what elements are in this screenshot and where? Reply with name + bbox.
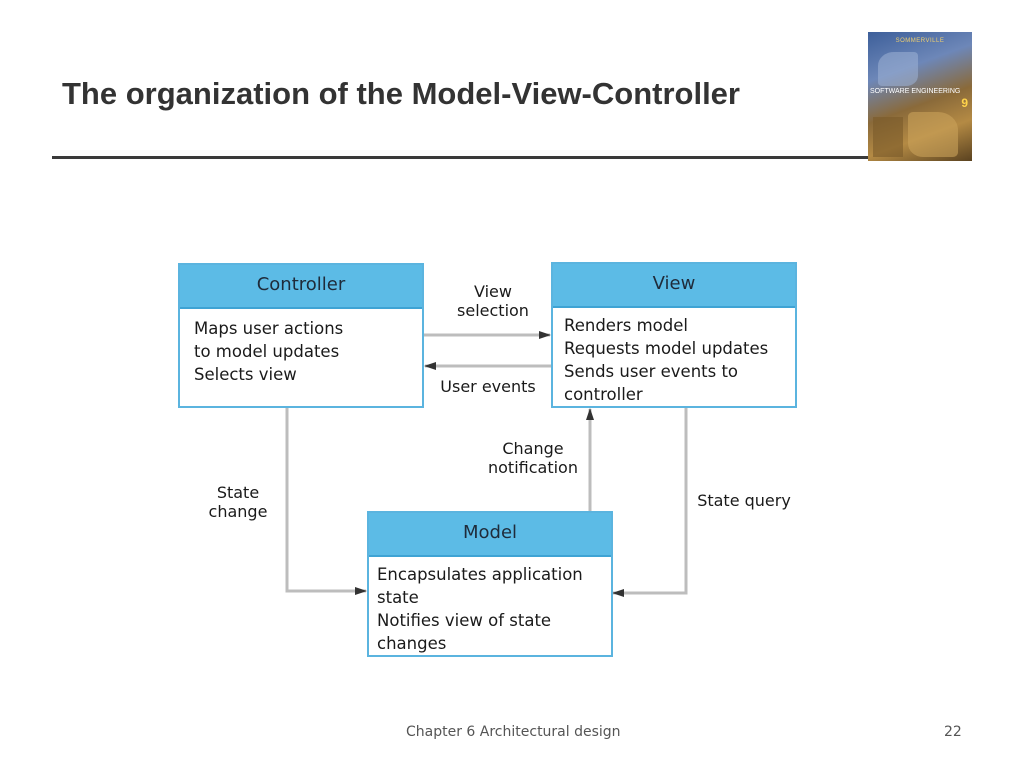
- view-line: Requests model updates: [564, 339, 769, 358]
- state-query-label: State query: [690, 491, 798, 510]
- model-line: changes: [377, 634, 447, 653]
- edge-label-line: User events: [440, 377, 536, 396]
- model-description: Encapsulates application state Notifies …: [369, 557, 611, 655]
- edge-label-line: selection: [457, 301, 529, 320]
- edge-label-line: Change: [502, 439, 564, 458]
- cover-shape: [878, 52, 918, 86]
- edge-label-line: View: [474, 282, 512, 301]
- view-selection-label: View selection: [448, 282, 538, 320]
- page-number: 22: [944, 724, 962, 740]
- model-title: Model: [369, 513, 611, 557]
- view-description: Renders model Requests model updates Sen…: [553, 308, 795, 406]
- title-divider: [52, 156, 868, 159]
- edge-label-line: change: [208, 502, 268, 521]
- cover-shape: [873, 117, 903, 157]
- controller-title: Controller: [180, 265, 422, 309]
- model-line: Notifies view of state: [377, 611, 552, 630]
- model-line: Encapsulates application: [377, 565, 583, 584]
- view-line: Sends user events to: [564, 362, 739, 381]
- state-change-label: State change: [198, 483, 278, 521]
- footer-chapter: Chapter 6 Architectural design: [406, 724, 621, 740]
- controller-description: Maps user actions to model updates Selec…: [180, 309, 422, 386]
- controller-line: Selects view: [194, 365, 297, 384]
- cover-brand: SOMMERVILLE: [895, 38, 945, 44]
- view-line: controller: [564, 385, 643, 404]
- view-box: View Renders model Requests model update…: [551, 262, 797, 408]
- state-change-arrow: [285, 408, 367, 595]
- change-notification-label: Change notification: [478, 439, 588, 477]
- slide-title: The organization of the Model-View-Contr…: [62, 76, 740, 111]
- controller-line: to model updates: [194, 342, 340, 361]
- view-line: Renders model: [564, 316, 688, 335]
- controller-line: Maps user actions: [194, 319, 344, 338]
- model-line: state: [377, 588, 419, 607]
- cover-edition: 9: [961, 96, 968, 110]
- edge-label-line: State: [216, 483, 260, 502]
- cover-title: SOFTWARE ENGINEERING: [870, 88, 961, 95]
- controller-box: Controller Maps user actions to model up…: [178, 263, 424, 408]
- cover-shape: [908, 112, 958, 157]
- model-box: Model Encapsulates application state Not…: [367, 511, 613, 657]
- book-cover-image: SOMMERVILLE SOFTWARE ENGINEERING 9: [868, 32, 972, 161]
- view-title: View: [553, 264, 795, 308]
- state-query-arrow: [612, 408, 688, 597]
- edge-label-line: State query: [697, 491, 791, 510]
- edge-label-line: notification: [488, 458, 578, 477]
- user-events-label: User events: [430, 377, 546, 396]
